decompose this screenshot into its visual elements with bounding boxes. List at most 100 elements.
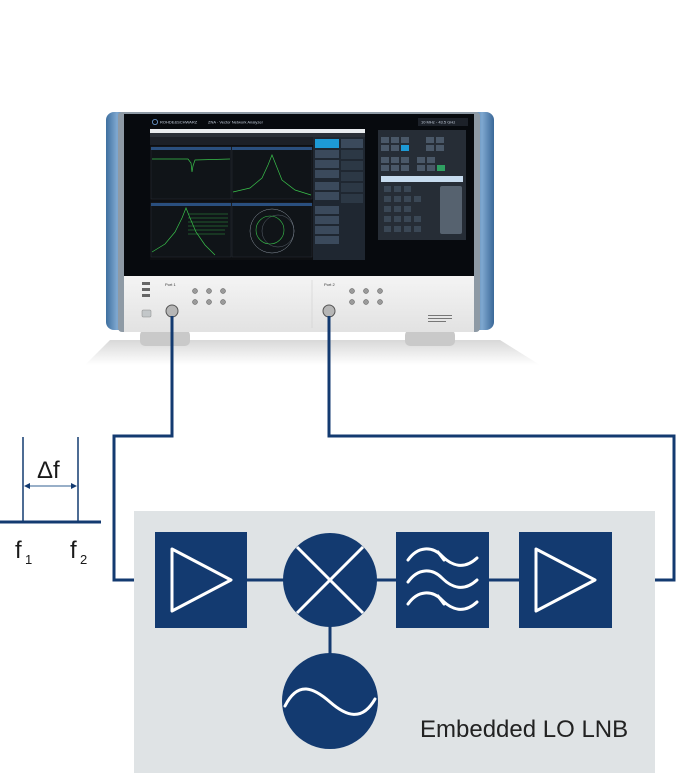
numpad-key[interactable] xyxy=(394,226,401,232)
vector-network-analyzer: ROHDE&SCHWARZ ZNA · Vector Network Analy… xyxy=(85,112,540,365)
numpad-key[interactable] xyxy=(384,186,391,192)
warning-label xyxy=(428,315,452,322)
numpad-key[interactable] xyxy=(394,186,401,192)
softkey-tab[interactable] xyxy=(341,194,363,203)
hardkey[interactable] xyxy=(417,165,425,171)
numpad-key[interactable] xyxy=(404,206,411,212)
trace-window-1[interactable] xyxy=(150,146,232,200)
power-button[interactable] xyxy=(141,309,152,318)
softkey[interactable] xyxy=(315,160,339,168)
arrow-head-right-icon xyxy=(71,483,77,489)
hardkey[interactable] xyxy=(436,137,444,143)
instrument-foot-right xyxy=(405,330,455,346)
hardkey[interactable] xyxy=(427,165,435,171)
front-panel xyxy=(124,276,474,332)
f2-label: f xyxy=(70,537,77,564)
amplifier-out-block xyxy=(519,532,612,628)
trace-window-3[interactable] xyxy=(150,202,232,258)
hardkey-active[interactable] xyxy=(401,145,409,151)
f2-subscript: 2 xyxy=(80,552,87,567)
softkey[interactable] xyxy=(315,226,339,234)
hardkey[interactable] xyxy=(417,157,425,163)
model-title: ZNA · Vector Network Analyzer xyxy=(208,120,264,125)
softkey-tab[interactable] xyxy=(341,183,363,192)
softkey[interactable] xyxy=(315,192,339,200)
usb-port xyxy=(142,288,150,291)
hardkey-preset[interactable] xyxy=(437,165,445,171)
softkey-panel[interactable] xyxy=(313,137,365,260)
hardkey[interactable] xyxy=(391,157,399,163)
softkey[interactable] xyxy=(315,150,339,158)
freq-badge-box xyxy=(418,118,468,126)
oscillator-block xyxy=(282,653,378,749)
softkey-tab[interactable] xyxy=(341,150,363,159)
rotary-knob[interactable] xyxy=(440,186,462,234)
softkey-tab[interactable] xyxy=(341,139,363,148)
trace-window-4-smith[interactable] xyxy=(231,202,313,258)
port1-connector[interactable] xyxy=(165,304,179,318)
hardkey[interactable] xyxy=(391,165,399,171)
numpad-key[interactable] xyxy=(414,216,421,222)
port2-connector[interactable] xyxy=(322,304,336,318)
hardkey[interactable] xyxy=(401,137,409,143)
trace-s21 xyxy=(152,158,231,173)
hardkey[interactable] xyxy=(436,145,444,151)
rs-logo-icon xyxy=(151,119,158,126)
hardkey[interactable] xyxy=(391,137,399,143)
numpad-key[interactable] xyxy=(384,216,391,222)
numpad-key[interactable] xyxy=(394,196,401,202)
softkey-tab[interactable] xyxy=(341,161,363,170)
port1-label: Port 1 xyxy=(165,282,176,287)
cable-port1 xyxy=(112,316,174,582)
hardkey[interactable] xyxy=(401,157,409,163)
hardkey-panel[interactable] xyxy=(378,130,466,240)
hardkey[interactable] xyxy=(381,165,389,171)
hardkey[interactable] xyxy=(427,157,435,163)
softkey[interactable] xyxy=(315,182,339,190)
arrow-head-left-icon xyxy=(24,483,30,489)
hardkey[interactable] xyxy=(381,157,389,163)
softkey[interactable] xyxy=(315,170,339,178)
numpad-key[interactable] xyxy=(384,206,391,212)
oscillator-icon xyxy=(283,687,377,716)
filter-block xyxy=(396,532,489,628)
bandpass-filter-icon xyxy=(406,547,479,611)
trace-window-2[interactable] xyxy=(231,146,313,200)
softkey[interactable] xyxy=(315,236,339,244)
softkey-tab[interactable] xyxy=(341,172,363,181)
hardkey[interactable] xyxy=(401,165,409,171)
numpad-key[interactable] xyxy=(384,226,391,232)
app-titlebar xyxy=(150,129,365,133)
softkey[interactable] xyxy=(315,206,339,214)
numpad-key[interactable] xyxy=(384,196,391,202)
instrument-foot-left xyxy=(140,330,190,346)
softkey[interactable] xyxy=(315,216,339,224)
hardkey[interactable] xyxy=(426,137,434,143)
numpad-key[interactable] xyxy=(414,226,421,232)
numpad-key[interactable] xyxy=(414,196,421,202)
port1-aux-connectors xyxy=(192,288,226,305)
numpad-key[interactable] xyxy=(404,196,411,202)
hardkey[interactable] xyxy=(381,145,389,151)
dut-label: Embedded LO LNB xyxy=(420,716,628,743)
trace-s11 xyxy=(232,154,312,196)
numpad-key[interactable] xyxy=(404,216,411,222)
app-menubar xyxy=(150,133,365,137)
frequency-spacing-figure: Δf f 1 f 2 xyxy=(0,437,101,567)
numpad-key[interactable] xyxy=(404,226,411,232)
amplifier-icon xyxy=(170,547,233,613)
hardkey[interactable] xyxy=(426,145,434,151)
main-display[interactable] xyxy=(150,129,365,260)
numpad-key[interactable] xyxy=(394,206,401,212)
amplifier-icon xyxy=(534,547,597,613)
usb-port xyxy=(142,282,150,285)
hardkey[interactable] xyxy=(391,145,399,151)
freq-badge: 10 MHz - 43.5 GHz xyxy=(421,120,455,125)
entry-field[interactable] xyxy=(381,176,463,182)
numpad-key[interactable] xyxy=(394,216,401,222)
hardkey[interactable] xyxy=(381,137,389,143)
numpad-key[interactable] xyxy=(404,186,411,192)
usb-port xyxy=(142,294,150,297)
softkey-active[interactable] xyxy=(315,139,339,148)
